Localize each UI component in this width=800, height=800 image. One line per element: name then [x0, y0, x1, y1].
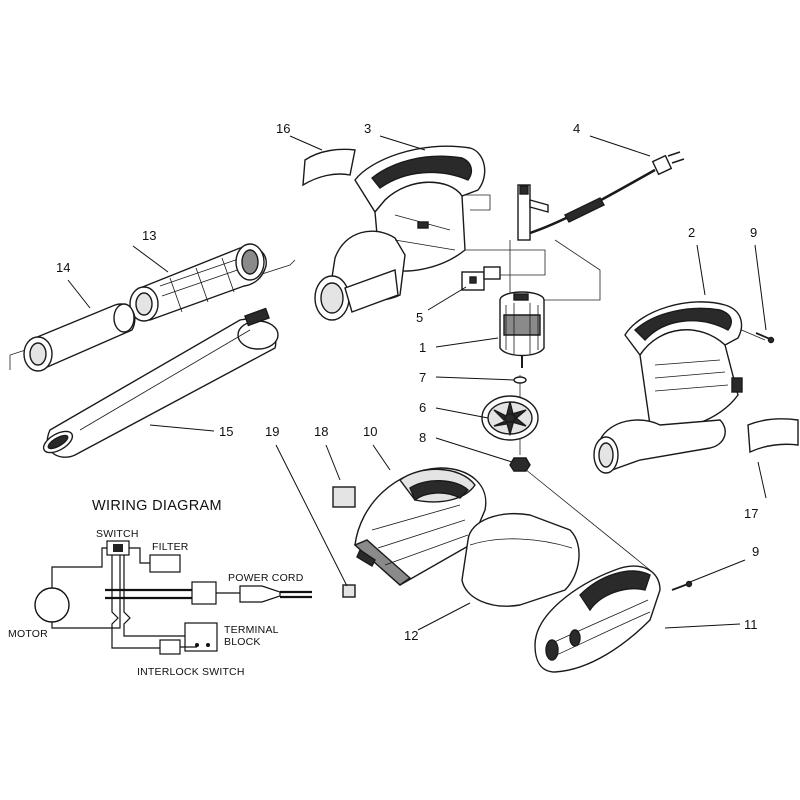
part-9-screw-top — [755, 332, 775, 344]
part-11-lower-cover — [534, 565, 661, 673]
callout-2: 2 — [688, 225, 695, 240]
leader-14 — [67, 279, 91, 309]
wiring-wire-interlock — [111, 555, 160, 649]
wiring-switch-rocker — [113, 544, 123, 552]
wiring-label-switch: SWITCH — [96, 528, 139, 540]
callout-14: 14 — [56, 260, 70, 275]
wiring-wire-switch-filter — [129, 547, 150, 564]
wiring-label-interlock-switch: INTERLOCK SWITCH — [137, 666, 245, 678]
callout-numbers: 16 3 4 2 9 13 14 5 1 7 6 8 15 19 18 10 1… — [56, 121, 759, 643]
leader-13 — [132, 245, 169, 273]
leader-11 — [664, 623, 741, 629]
leader-19 — [275, 444, 348, 587]
wiring-terminal-a — [195, 643, 199, 647]
part-5-switch — [461, 266, 501, 291]
leader-2 — [696, 244, 706, 296]
callout-17: 17 — [744, 506, 758, 521]
wiring-filter-box — [149, 554, 181, 573]
part-13-filter-screen — [129, 243, 267, 322]
callout-11: 11 — [744, 617, 758, 632]
part-12-cover — [461, 513, 580, 607]
wiring-wire-terminal — [123, 555, 185, 637]
part-16-decal — [302, 148, 356, 187]
part-2-housing-right — [593, 301, 743, 474]
callout-13: 13 — [142, 228, 156, 243]
leader-17 — [757, 461, 767, 499]
part-10-vacuum-housing — [353, 467, 487, 586]
callout-9-top: 9 — [750, 225, 757, 240]
wiring-cord-strain-relief — [191, 581, 217, 605]
callout-6: 6 — [419, 400, 426, 415]
leader-12 — [417, 602, 471, 631]
part-17-decal — [747, 418, 799, 454]
assembly-line-cover — [519, 464, 651, 571]
wiring-label-filter: FILTER — [152, 541, 189, 553]
leader-8 — [435, 437, 513, 463]
part-1-motor — [499, 291, 545, 368]
leader-lines — [67, 135, 767, 631]
wiring-cord-plug — [239, 585, 281, 603]
leader-15 — [149, 424, 215, 432]
leader-5 — [427, 286, 467, 311]
callout-8: 8 — [419, 430, 426, 445]
assembly-line-cord-b — [509, 239, 601, 301]
leader-9-top — [754, 244, 767, 331]
wiring-motor-symbol — [34, 587, 70, 623]
callout-1: 1 — [419, 340, 426, 355]
leader-4 — [589, 135, 651, 157]
leader-10 — [372, 444, 391, 471]
callout-4: 4 — [573, 121, 580, 136]
wiring-label-power-cord: POWER CORD — [228, 572, 304, 584]
callout-3: 3 — [364, 121, 371, 136]
part-6-impeller — [481, 395, 539, 441]
part-18-label — [332, 486, 356, 508]
callout-9-bottom: 9 — [752, 544, 759, 559]
wiring-terminal-b — [206, 643, 210, 647]
leader-16 — [289, 135, 323, 151]
wiring-diagram: WIRING DIAGRAM SWITCH FILTER POWER CORD … — [8, 498, 312, 678]
part-7-washer — [513, 376, 527, 384]
callout-5: 5 — [416, 310, 423, 325]
part-15-blower-tube — [42, 307, 279, 458]
callout-16: 16 — [276, 121, 290, 136]
leader-9-bottom — [689, 559, 746, 583]
leader-3 — [379, 135, 426, 151]
wiring-terminal-block — [184, 622, 218, 652]
leader-18 — [325, 444, 341, 481]
wiring-diagram-title: WIRING DIAGRAM — [92, 498, 222, 514]
callout-19: 19 — [265, 424, 279, 439]
assembly-line-cord-a — [460, 194, 491, 211]
leader-1 — [435, 337, 499, 348]
part-14-tube — [23, 303, 136, 372]
callout-12: 12 — [404, 628, 418, 643]
callout-7: 7 — [419, 370, 426, 385]
leader-6 — [435, 407, 489, 419]
part-8-nut — [509, 457, 531, 472]
part-19-pad — [342, 584, 356, 598]
wiring-interlock-switch — [159, 639, 181, 655]
wiring-wire-motor-switch — [51, 547, 107, 588]
wiring-label-block: BLOCK — [224, 636, 261, 648]
wiring-wire-motor-return — [51, 555, 121, 629]
part-9-screw-bottom — [671, 580, 693, 591]
part-3-housing-left — [314, 145, 486, 321]
assembly-line-switch — [455, 249, 546, 276]
callout-18: 18 — [314, 424, 328, 439]
wiring-label-motor: MOTOR — [8, 628, 48, 640]
wiring-label-terminal: TERMINAL — [224, 624, 279, 636]
leader-7 — [435, 376, 515, 381]
callout-10: 10 — [363, 424, 377, 439]
part-4-power-cord — [517, 151, 685, 241]
callout-15: 15 — [219, 424, 233, 439]
